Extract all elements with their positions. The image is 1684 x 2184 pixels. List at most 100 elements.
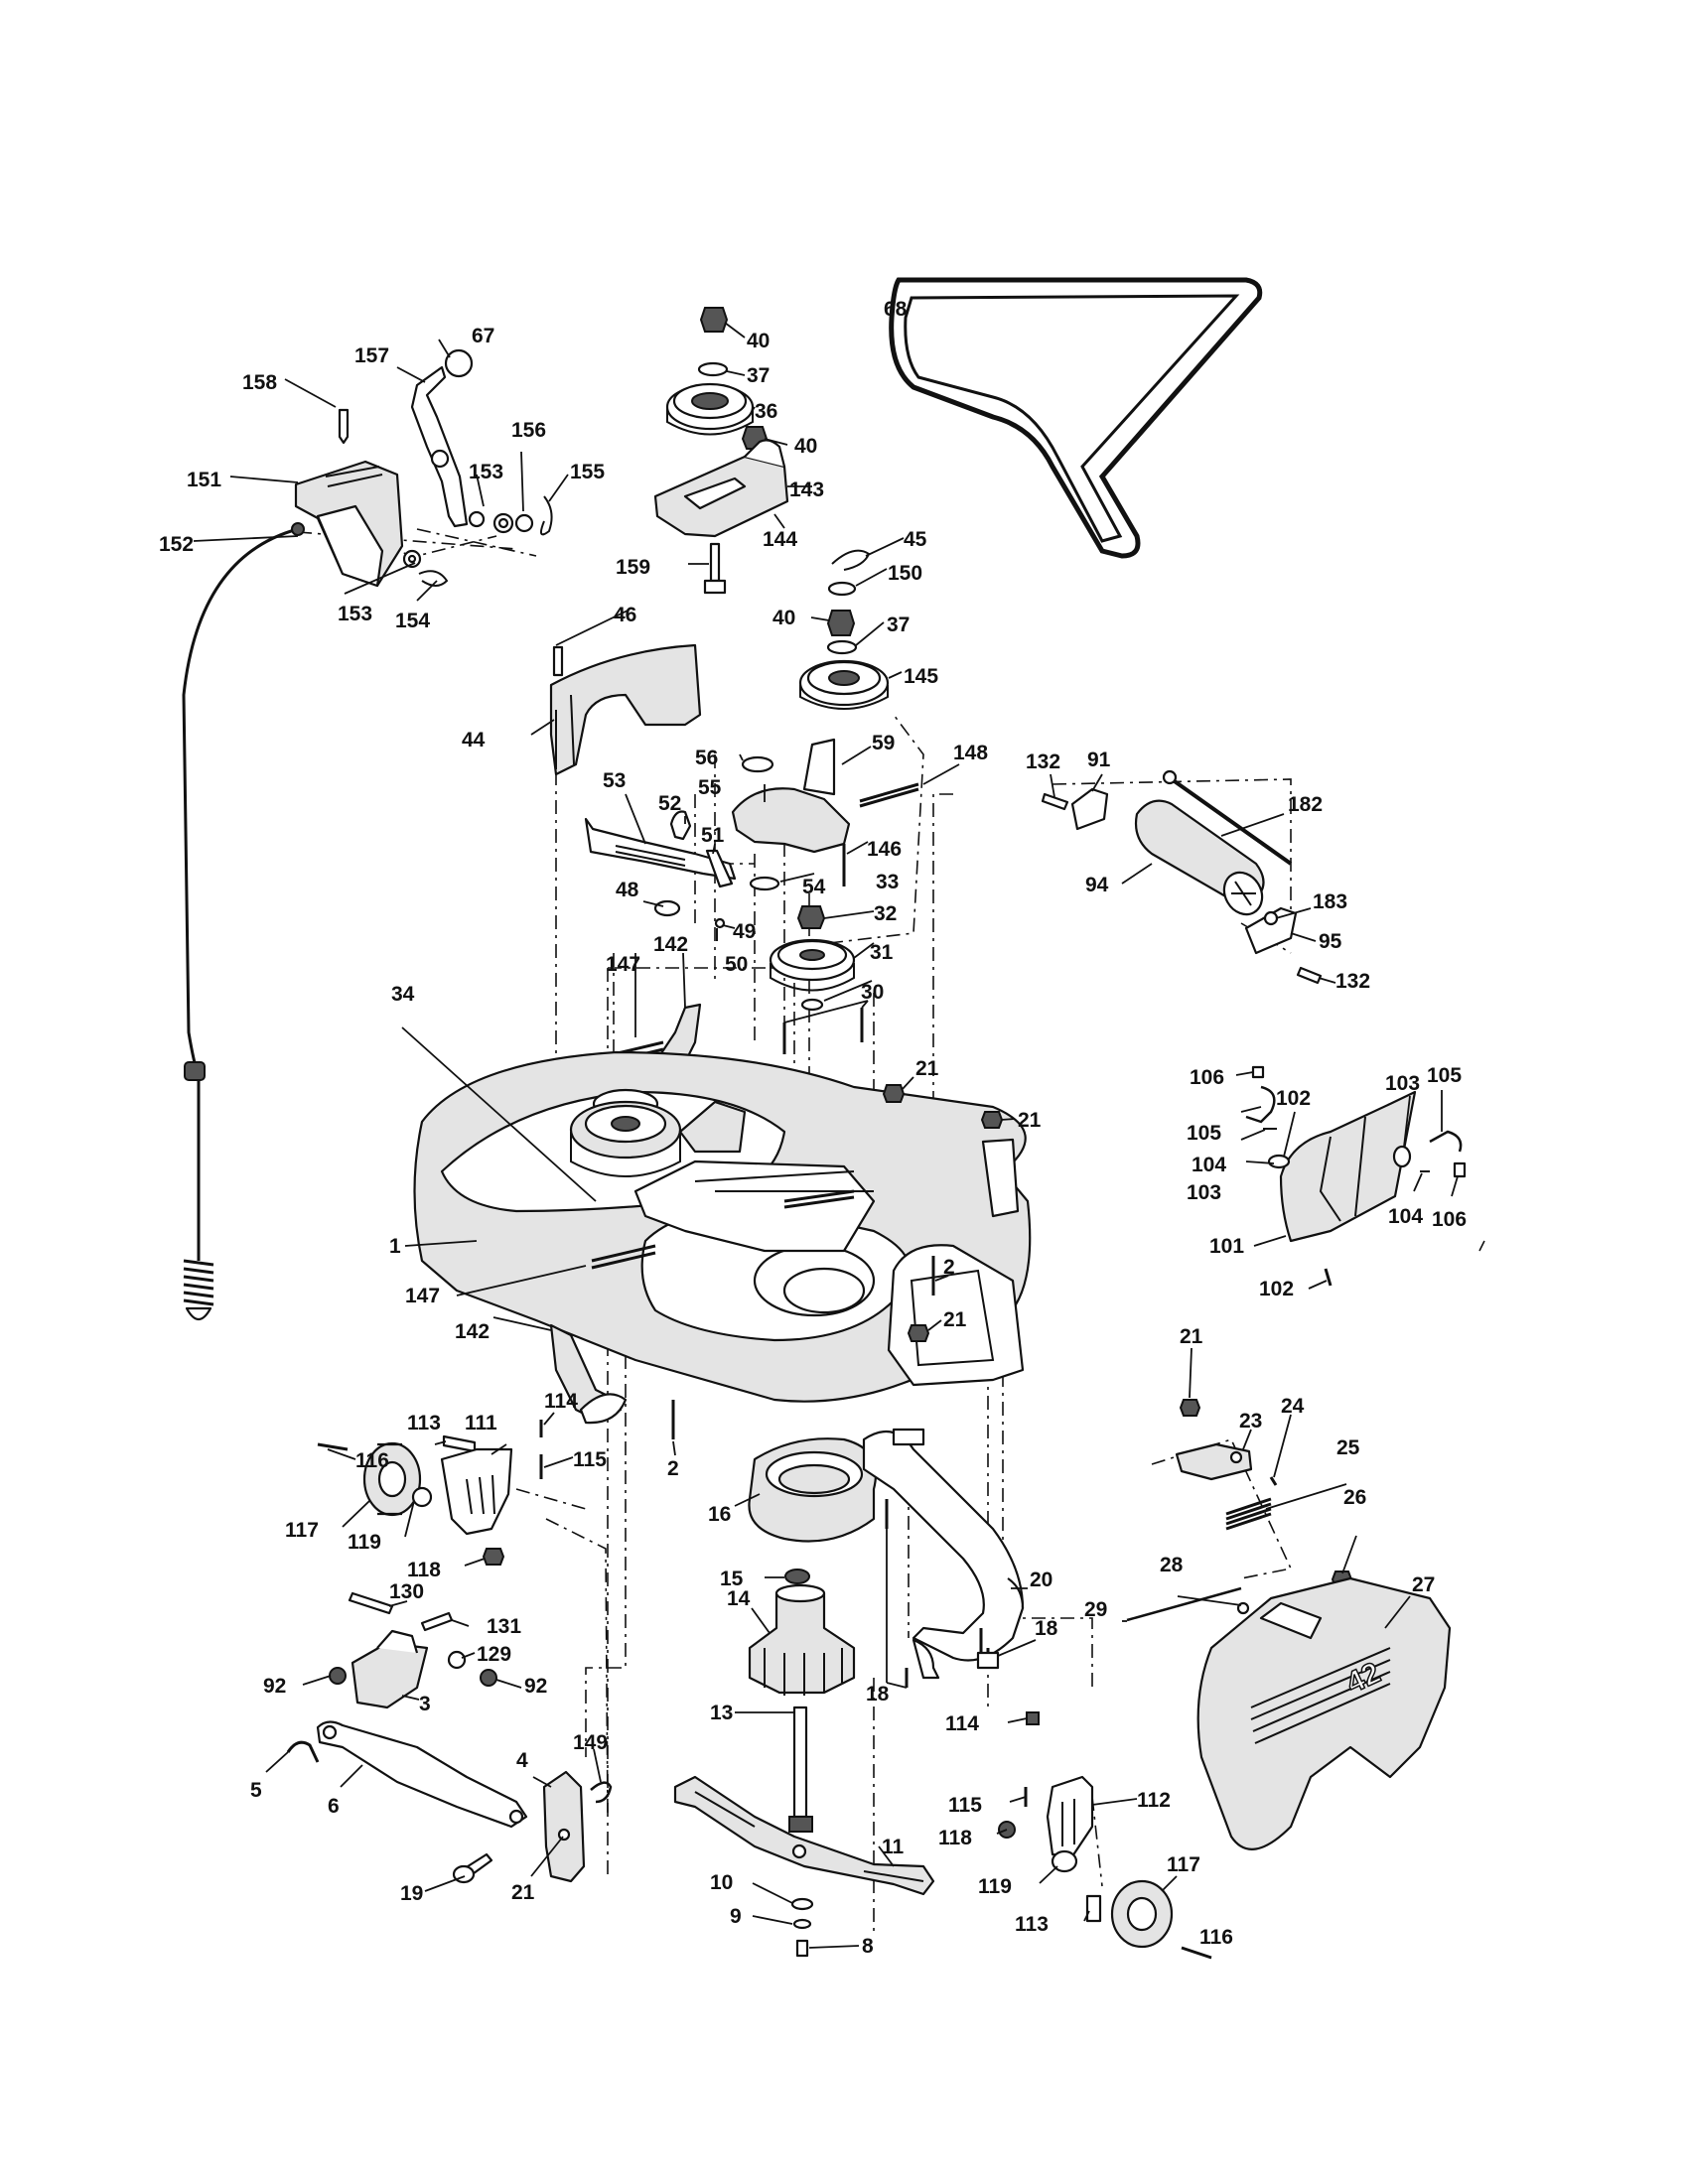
callout-label: 182 [1288,793,1323,816]
callout-label: 54 [802,876,826,898]
stud-52 [669,810,692,841]
callout-label: 158 [242,371,277,394]
bolt-113-left [442,1434,477,1453]
callout-label: 150 [888,562,922,585]
screw-132-bottom [1296,966,1323,985]
belt-cover-44 [549,643,702,776]
shaft-13 [792,1706,808,1819]
bolt-106-top [1251,1065,1265,1079]
callout-label: 26 [1343,1486,1366,1509]
callout-label: 1 [389,1235,401,1258]
callout-label: 68 [884,298,908,321]
spring-152 [183,1259,214,1306]
callout-label: 24 [1281,1395,1305,1418]
bracket-105-right [1429,1130,1463,1153]
nut-40-top [699,307,729,333]
pin-49 [714,917,726,929]
washer-37-top [697,361,729,377]
washer-48 [653,899,681,917]
callout-label: 2 [667,1457,679,1480]
blade-11 [673,1775,935,1896]
callout-label: 94 [1085,874,1109,896]
screw-158 [338,408,350,445]
callout-label: 48 [616,879,639,901]
clip-154 [418,570,449,587]
leader-lines [193,322,1459,1959]
callout-label: 59 [872,732,895,754]
callout-label: 152 [159,533,194,556]
callout-label: 95 [1319,930,1342,953]
rod-182 [1170,777,1293,866]
callout-label: 91 [1087,749,1111,771]
callout-label: 46 [614,604,636,626]
callout-label: 183 [1313,890,1347,913]
callout-label: 19 [400,1882,423,1905]
callout-label: 115 [948,1794,982,1817]
callout-label: 36 [755,400,777,423]
callout-label: 112 [1137,1789,1171,1812]
callout-label: 113 [407,1412,441,1434]
clip-45 [831,549,871,571]
callout-label: 92 [524,1675,547,1698]
callout-label: 132 [1335,970,1370,993]
callout-label: 13 [710,1702,733,1724]
bracket-91 [1070,787,1109,831]
bolt-18a [885,1499,909,1688]
bolt-159 [709,542,721,583]
callout-label: 21 [943,1308,967,1331]
callout-label: 102 [1259,1278,1294,1300]
washer-103-right [1392,1145,1412,1168]
bracket-4 [542,1770,586,1883]
callout-label: 144 [763,528,797,551]
callout-label: 37 [747,364,770,387]
washer-56 [741,755,774,773]
spring-148 [859,782,919,808]
callout-label: 52 [658,792,681,815]
rod-20 [862,1430,1025,1662]
bolt-113-right [1085,1894,1102,1923]
callout-label: 119 [978,1875,1012,1898]
washer-10 [790,1897,814,1911]
callout-label: 145 [904,665,938,688]
callout-label: 111 [465,1412,497,1434]
callout-label: 67 [472,325,494,347]
nut-33 [796,905,826,929]
bracket-111 [440,1447,513,1536]
callout-label: 16 [708,1503,731,1526]
callout-label: 10 [710,1871,733,1894]
callout-label: 118 [407,1559,441,1581]
callout-label: 159 [616,556,650,579]
callout-label: 154 [395,610,430,632]
callout-label: 4 [516,1749,528,1772]
nut-21-hitch [1179,1399,1201,1417]
callout-label: 44 [462,729,486,751]
callout-label: 51 [701,824,725,847]
callout-label: 45 [904,528,927,551]
callout-label: 147 [405,1285,440,1307]
arm-6 [316,1720,528,1829]
callout-label: 117 [1167,1853,1200,1876]
nut-40-low [826,610,856,636]
drive-belt-68 [889,277,1263,559]
callout-label: 92 [263,1675,286,1698]
callout-label: 6 [328,1795,340,1818]
callout-label: 116 [355,1449,389,1472]
callout-label: 130 [389,1580,424,1603]
screw-46 [552,645,564,677]
callout-label: 104 [1388,1205,1423,1228]
callout-label: 28 [1160,1554,1184,1576]
cable-152 [182,527,299,1261]
callout-label: 56 [695,747,718,769]
bolt-8 [795,1939,809,1958]
callout-label: 23 [1239,1410,1262,1433]
bolt-116-left [317,1442,349,1451]
callout-label: 14 [727,1587,751,1610]
callout-label: 119 [348,1531,381,1554]
callout-label: 20 [1030,1569,1052,1591]
spindle-housing-14 [748,1591,856,1695]
callout-label: 55 [698,776,722,799]
bracket-105-left [1245,1085,1276,1124]
washer-37-low [826,639,858,655]
callout-label: 117 [285,1519,319,1542]
